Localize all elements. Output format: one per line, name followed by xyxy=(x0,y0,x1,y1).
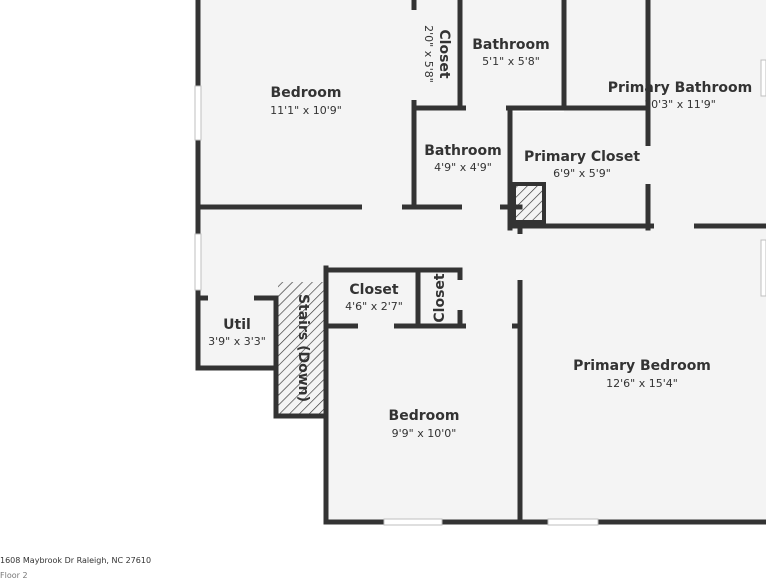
door-bathroom-north xyxy=(466,104,506,113)
closet-small-floor xyxy=(420,270,460,326)
room-name-primary-bathroom: Primary Bathroom xyxy=(608,80,752,96)
floor-areas xyxy=(196,0,766,524)
room-dims-primary-bedroom: 12'6" x 15'4" xyxy=(606,377,678,390)
room-name-primary-closet: Primary Closet xyxy=(524,149,640,165)
door-closet-north xyxy=(410,10,419,100)
room-name-bedroom-nw: Bedroom xyxy=(271,85,342,101)
door-bedroom-sw xyxy=(466,322,512,331)
door-primary-bath xyxy=(654,222,694,231)
primary-bedroom-floor xyxy=(520,226,766,524)
door-bedroom-nw xyxy=(362,203,402,212)
door-closet-hall xyxy=(358,322,394,331)
window-primary-bedroom xyxy=(547,518,599,526)
closet-hall-floor xyxy=(328,270,420,326)
door-openings xyxy=(208,10,694,331)
room-name-bathroom-mid: Bathroom xyxy=(424,143,502,159)
bathroom-mid-floor xyxy=(414,108,510,208)
room-dims-bedroom-sw: 9'9" x 10'0" xyxy=(392,427,457,440)
room-dims-closet-north: 2'0" x 5'8" xyxy=(422,25,435,83)
door-primary-bedroom xyxy=(516,234,525,280)
room-dims-bathroom-mid: 4'9" x 4'9" xyxy=(434,161,492,174)
stairs-hatch xyxy=(278,282,324,414)
door-util xyxy=(208,294,254,303)
util-floor xyxy=(196,297,276,369)
room-name-closet-hall: Closet xyxy=(349,282,399,298)
window-bedroom-nw xyxy=(194,85,202,141)
room-name-stairs: Stairs (Down) xyxy=(295,294,311,402)
door-bathroom-mid xyxy=(462,203,500,212)
bathroom-north-floor xyxy=(460,0,564,108)
walls xyxy=(195,0,766,525)
room-dims-bedroom-nw: 11'1" x 10'9" xyxy=(270,104,342,117)
window-primary-bath-east xyxy=(760,59,766,97)
room-labels: Bedroom 11'1" x 10'9" Closet 2'0" x 5'8"… xyxy=(208,25,752,440)
room-dims-closet-hall: 4'6" x 2'7" xyxy=(345,300,403,313)
room-dims-util: 3'9" x 3'3" xyxy=(208,335,266,348)
closet-bank-walls xyxy=(507,0,651,231)
window-bedroom-sw xyxy=(383,518,443,526)
bedroom-sw-floor xyxy=(328,326,520,524)
door-primary-closet xyxy=(644,146,653,184)
room-name-bedroom-sw: Bedroom xyxy=(389,408,460,424)
window-hall-west xyxy=(194,233,202,291)
chimney-hatch xyxy=(512,182,546,224)
room-dims-primary-bathroom: 10'3" x 11'9" xyxy=(644,98,716,111)
room-dims-bathroom-north: 5'1" x 5'8" xyxy=(482,55,540,68)
window-primary-bedroom-east xyxy=(760,239,766,297)
windows xyxy=(194,59,766,526)
room-name-util: Util xyxy=(223,317,251,333)
bedroom-nw-floor xyxy=(196,0,414,207)
room-name-bathroom-north: Bathroom xyxy=(472,37,550,53)
room-dims-primary-closet: 6'9" x 5'9" xyxy=(553,167,611,180)
room-name-primary-bedroom: Primary Bedroom xyxy=(573,358,711,374)
address-text: 1608 Maybrook Dr Raleigh, NC 27610 xyxy=(0,556,152,565)
door-closet-small xyxy=(455,280,464,310)
room-name-closet-small: Closet xyxy=(432,273,448,323)
closet-north-floor xyxy=(414,0,460,108)
room-name-closet-north: Closet xyxy=(436,29,452,79)
